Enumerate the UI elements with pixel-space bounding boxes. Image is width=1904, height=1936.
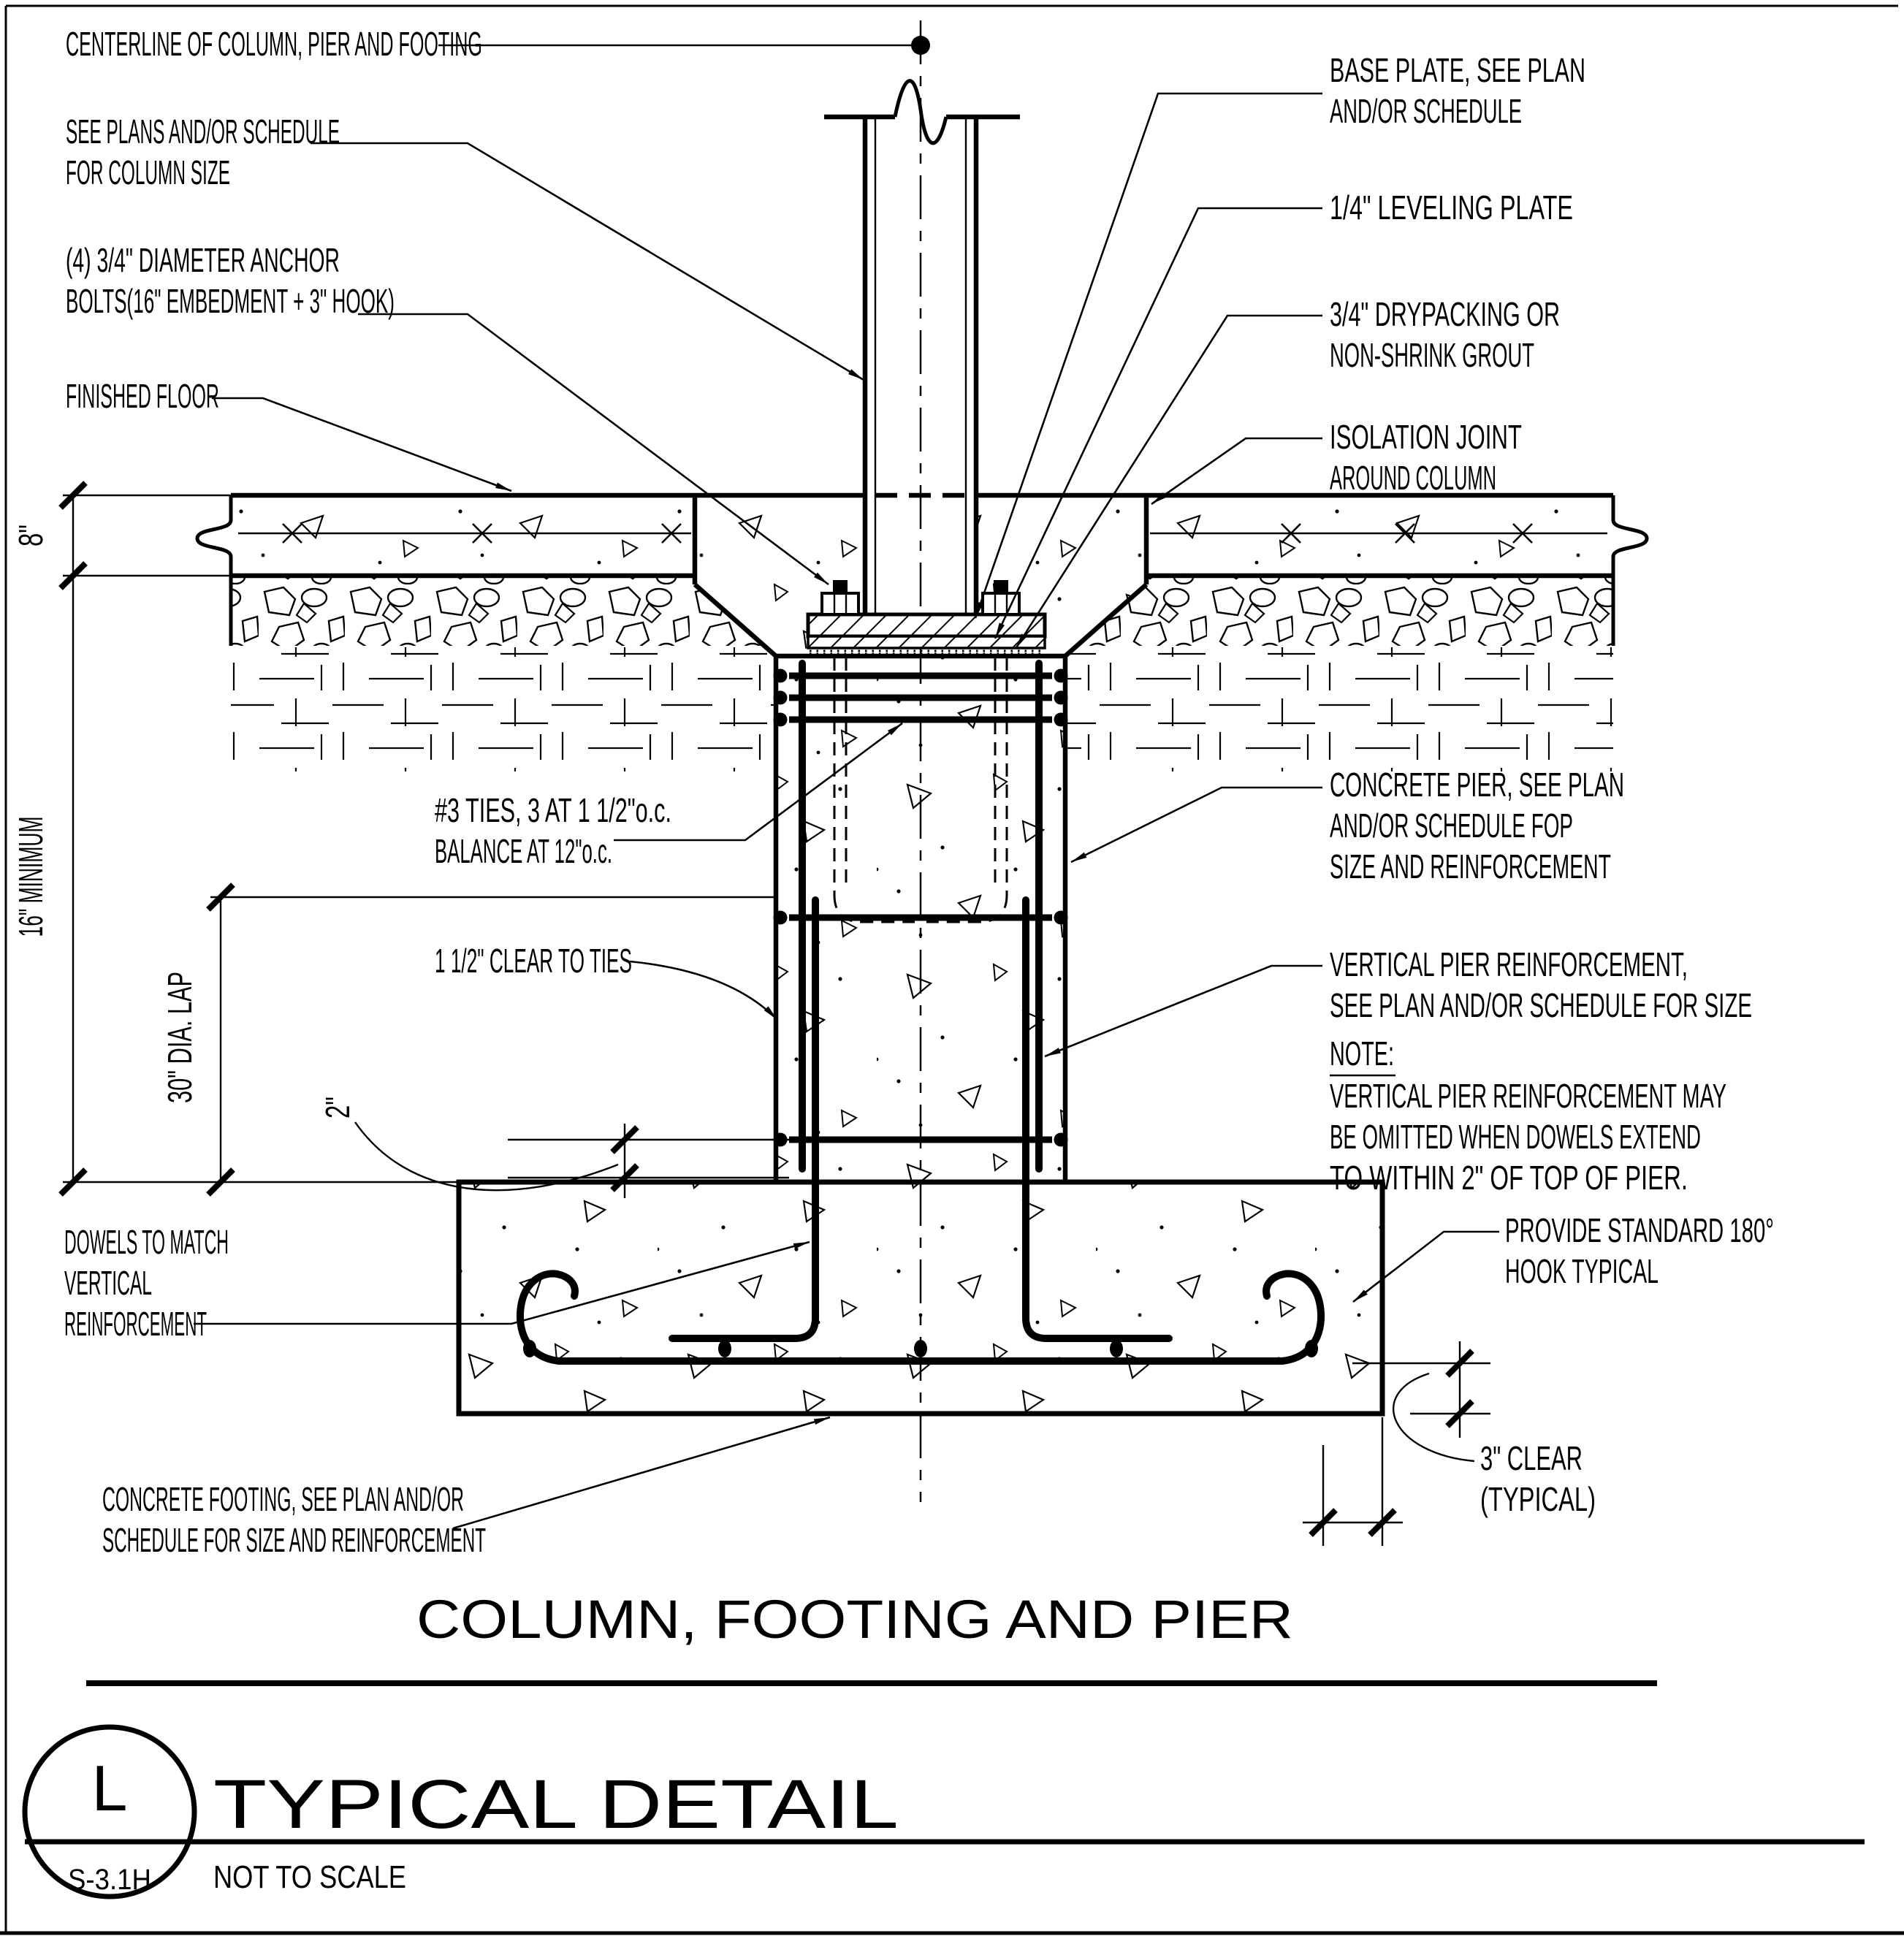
label-vert-reinf-2: SEE PLAN AND/OR SCHEDULE FOR SIZE xyxy=(1330,986,1752,1024)
label-ties-1: #3 TIES, 3 AT 1 1/2"o.c. xyxy=(435,791,671,829)
pier-ties xyxy=(773,668,1068,1147)
label-see-plans-1: SEE PLANS AND/OR SCHEDULE xyxy=(66,113,340,150)
label-isolation-1: ISOLATION JOINT xyxy=(1330,418,1522,456)
label-hook-1: PROVIDE STANDARD 180° xyxy=(1505,1211,1774,1249)
label-dowels-2: VERTICAL xyxy=(64,1264,152,1302)
note-line-3: TO WITHIN 2" OF TOP OF PIER. xyxy=(1330,1159,1688,1197)
dimensions: 8" 16" MINIMUM 30" DIA. LAP 2" xyxy=(12,481,1490,1546)
floor-slab xyxy=(195,492,1649,658)
leader-lines xyxy=(194,92,1499,1530)
scale-note: NOT TO SCALE xyxy=(213,1859,406,1895)
label-vert-reinf-1: VERTICAL PIER REINFORCEMENT, xyxy=(1330,945,1688,983)
label-ties-2: BALANCE AT 12"o.c. xyxy=(435,832,612,870)
centerline-marker-dot xyxy=(911,36,930,55)
label-footing-2: SCHEDULE FOR SIZE AND REINFORCEMENT xyxy=(102,1521,486,1559)
isolation-joint xyxy=(692,495,1149,658)
label-anchor-bolts-1: (4) 3/4" DIAMETER ANCHOR xyxy=(66,241,340,279)
note-line-1: VERTICAL PIER REINFORCEMENT MAY xyxy=(1330,1077,1726,1115)
detail-name: TYPICAL DETAIL xyxy=(213,1766,899,1843)
label-hook-2: HOOK TYPICAL xyxy=(1505,1252,1659,1290)
label-concrete-pier-3: SIZE AND REINFORCEMENT xyxy=(1330,847,1611,885)
label-concrete-pier-2: AND/OR SCHEDULE FOP xyxy=(1330,807,1573,845)
note-title: NOTE: xyxy=(1330,1034,1394,1072)
label-finished-floor: FINISHED FLOOR xyxy=(66,377,219,415)
centerline xyxy=(438,20,930,1502)
label-centerline: CENTERLINE OF COLUMN, PIER AND FOOTING xyxy=(66,25,482,63)
anchor-bolt-left xyxy=(820,580,860,616)
steel-column xyxy=(824,79,1020,614)
annotations: CENTERLINE OF COLUMN, PIER AND FOOTING S… xyxy=(64,25,1774,1559)
break-symbol-right xyxy=(1611,495,1649,646)
break-symbol-column xyxy=(893,79,948,145)
title-block: COLUMN, FOOTING AND PIER L S-3.1H TYPICA… xyxy=(22,1589,1865,1899)
label-drypacking-2: NON-SHRINK GROUT xyxy=(1330,336,1534,374)
concrete-pier xyxy=(669,653,1173,1342)
label-see-plans-2: FOR COLUMN SIZE xyxy=(66,153,230,191)
label-clear-to-ties: 1 1/2" CLEAR TO TIES xyxy=(435,942,632,980)
dowels xyxy=(669,896,1173,1342)
dim-pier-minimum: 16" MINIMUM xyxy=(12,817,50,937)
label-concrete-pier-1: CONCRETE PIER, SEE PLAN xyxy=(1330,766,1624,804)
dim-lap: 30" DIA. LAP xyxy=(161,972,199,1103)
slab-reinf-line xyxy=(238,523,1607,544)
detail-bubble xyxy=(22,1724,197,1899)
label-dowels-3: REINFORCEMENT xyxy=(64,1305,207,1343)
label-clear3-2: (TYPICAL) xyxy=(1480,1480,1596,1518)
footing-rebar xyxy=(517,1270,1325,1365)
concrete-footing xyxy=(456,1179,1385,1417)
drawing-title: COLUMN, FOOTING AND PIER xyxy=(416,1589,1293,1650)
note-line-2: BE OMITTED WHEN DOWELS EXTEND xyxy=(1330,1118,1701,1156)
break-symbol-left xyxy=(195,495,233,646)
label-drypacking-1: 3/4" DRYPACKING OR xyxy=(1330,295,1560,333)
base-plate xyxy=(806,612,1047,639)
sheet-number: S-3.1H xyxy=(68,1864,151,1896)
page-border xyxy=(0,4,1904,1935)
label-base-plate-2: AND/OR SCHEDULE xyxy=(1330,92,1522,130)
label-isolation-2: AROUND COLUMN xyxy=(1330,459,1496,497)
label-clear3-1: 3" CLEAR xyxy=(1480,1439,1583,1477)
label-footing-1: CONCRETE FOOTING, SEE PLAN AND/OR xyxy=(102,1480,464,1518)
label-dowels-1: DOWELS TO MATCH xyxy=(64,1223,229,1261)
detail-letter: L xyxy=(92,1752,128,1824)
dim-slab-thickness: 8" xyxy=(12,525,50,546)
anchor-bolt-right xyxy=(981,580,1021,616)
label-base-plate-1: BASE PLATE, SEE PLAN xyxy=(1330,51,1585,89)
label-anchor-bolts-2: BOLTS(16" EMBEDMENT + 3" HOOK) xyxy=(66,282,395,320)
base-plate-assembly xyxy=(806,612,1047,655)
leveling-plate xyxy=(807,635,1046,649)
dim-two-inch: 2" xyxy=(319,1097,357,1118)
label-leveling-plate: 1/4" LEVELING PLATE xyxy=(1330,188,1573,226)
